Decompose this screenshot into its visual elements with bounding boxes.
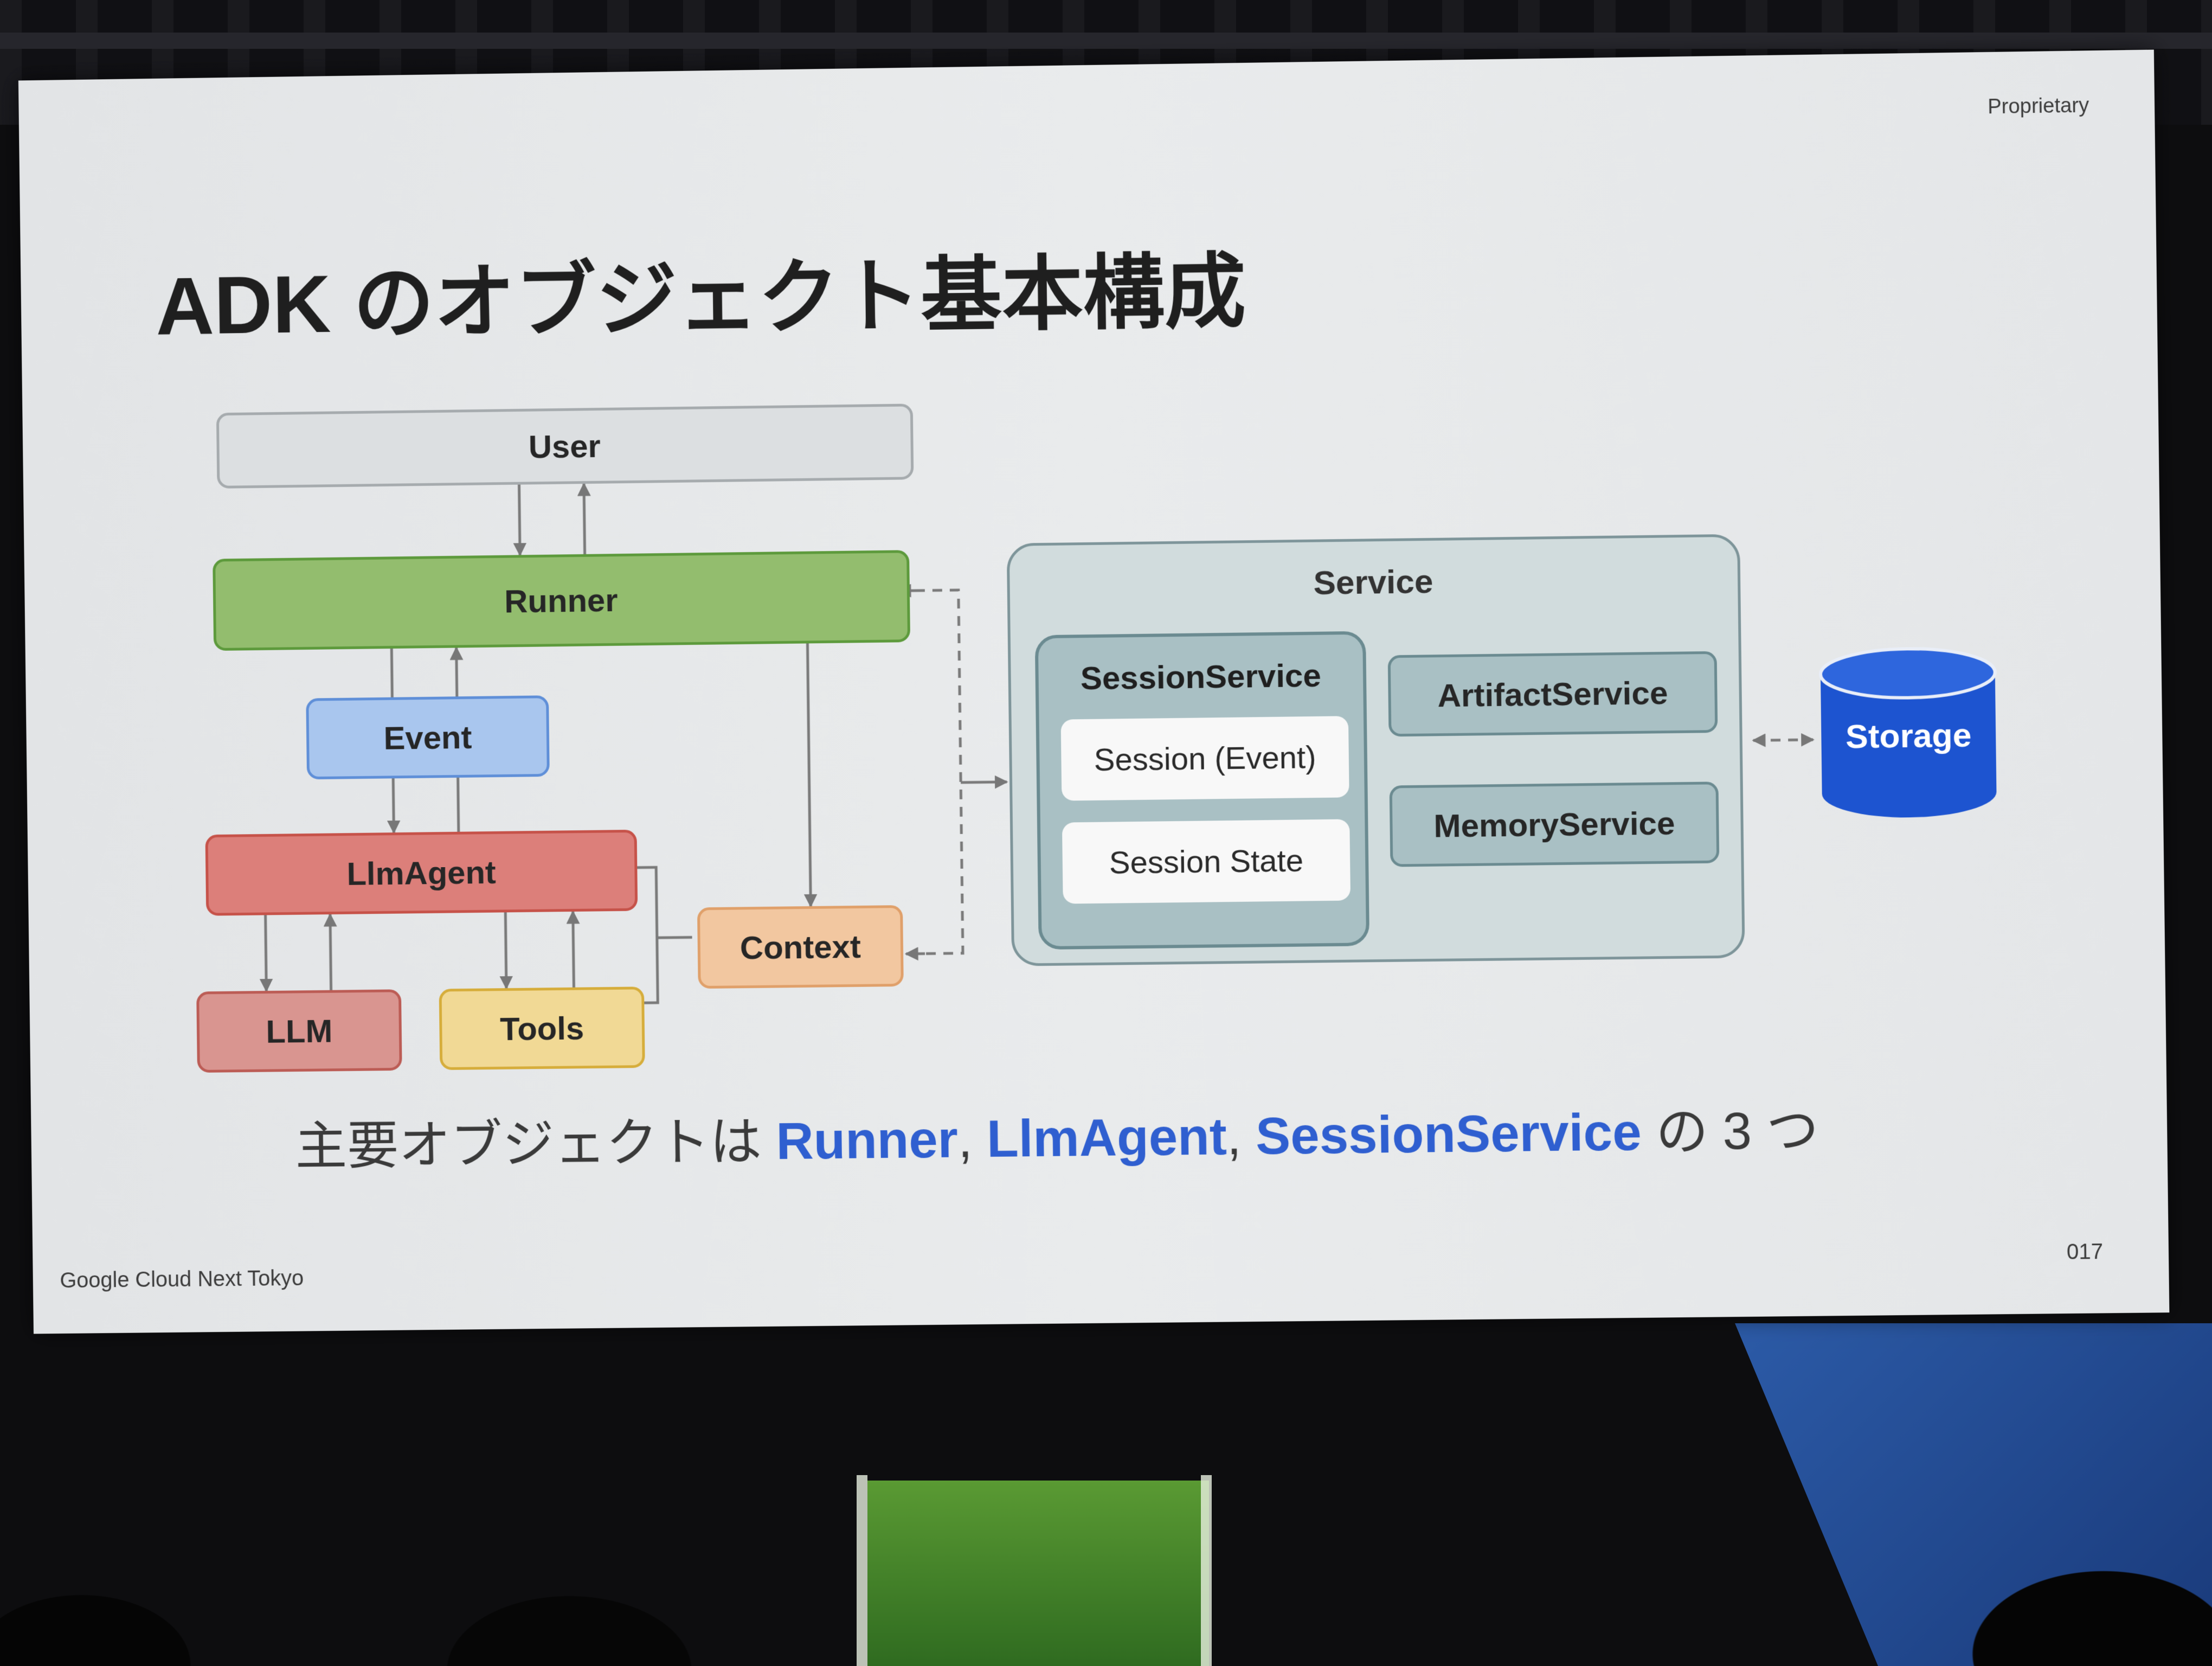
arrow-to-service xyxy=(961,776,1009,790)
session-service-label: SessionService xyxy=(1080,657,1322,697)
session-state-card: Session State xyxy=(1062,819,1351,904)
page-number: 017 xyxy=(2066,1239,2104,1264)
context-box: Context xyxy=(697,905,904,989)
dashed-link-runner-context xyxy=(915,590,963,954)
session-event-card: Session (Event) xyxy=(1060,716,1349,801)
memory-service-box: MemoryService xyxy=(1389,781,1720,867)
caption-sessionservice: SessionService xyxy=(1255,1103,1642,1165)
arrow-user-to-runner xyxy=(519,485,520,555)
runner-box: Runner xyxy=(213,550,911,651)
arrow-llm-to-llmagent xyxy=(330,914,331,990)
storage-label: Storage xyxy=(1845,716,1972,756)
diagram-connectors xyxy=(18,50,2170,1334)
arrow-runner-to-context xyxy=(807,643,811,906)
event-box: Event xyxy=(306,695,550,780)
slide-caption: 主要オブジェクトは Runner, LlmAgent, SessionServi… xyxy=(295,1088,1819,1180)
caption-suffix: の 3 つ xyxy=(1641,1101,1819,1162)
arrow-llmagent-to-llm xyxy=(266,915,267,991)
tools-box: Tools xyxy=(439,986,645,1071)
service-label: Service xyxy=(1313,562,1433,602)
database-icon xyxy=(1817,645,1999,819)
bracket-to-context xyxy=(657,937,692,938)
audience-silhouettes xyxy=(0,1562,2212,1666)
caption-runner: Runner xyxy=(775,1110,959,1171)
stage-truss-bar xyxy=(0,33,2212,49)
session-service-group: SessionService Session (Event) Session S… xyxy=(1034,631,1370,950)
llmagent-box: LlmAgent xyxy=(205,829,638,916)
caption-sep-1: , xyxy=(957,1110,987,1169)
storage-cylinder: Storage xyxy=(1817,645,1999,821)
footer-event-name: Google Cloud Next Tokyo xyxy=(60,1266,304,1293)
arrow-runner-to-user xyxy=(584,484,585,554)
arrow-tools-to-llmagent xyxy=(573,912,574,988)
caption-llmagent: LlmAgent xyxy=(986,1107,1227,1169)
artifact-service-box: ArtifactService xyxy=(1387,651,1718,737)
caption-sep-2: , xyxy=(1226,1107,1256,1166)
caption-prefix: 主要オブジェクトは xyxy=(294,1112,777,1176)
user-box: User xyxy=(216,403,914,489)
presentation-slide: Proprietary ADK のオブジェクト基本構成 xyxy=(18,50,2170,1334)
llm-box: LLM xyxy=(196,989,402,1073)
arrow-llmagent-to-tools xyxy=(505,912,506,988)
